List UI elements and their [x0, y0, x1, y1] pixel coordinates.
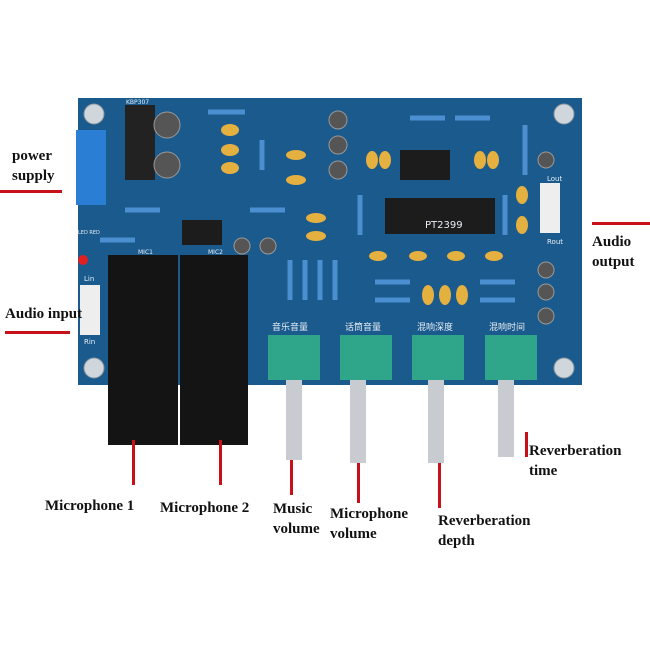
- chip-label: PT2399: [425, 220, 463, 231]
- lin-label: Lin: [84, 275, 94, 283]
- pot-label-mic: 话筒音量: [345, 321, 381, 333]
- capacitors: [153, 110, 555, 325]
- reverb-depth-pointer: [438, 463, 441, 508]
- mic1-pointer: [132, 440, 135, 485]
- ic-chip-2: [400, 150, 450, 180]
- mic2-jack: [180, 255, 248, 445]
- ic-chip-1: [182, 220, 222, 245]
- power-supply-pointer: [0, 190, 62, 193]
- pt2399-chip: [385, 198, 495, 234]
- led: [78, 255, 88, 265]
- lout-label: Lout: [547, 175, 562, 183]
- audio-input-pointer: [5, 331, 70, 334]
- led-label: LED RED: [78, 230, 100, 236]
- audio-input-label: Audio input: [5, 306, 83, 322]
- rout-label: Rout: [547, 238, 563, 246]
- microphone-2-label: Microphone 2: [160, 500, 250, 516]
- reverb-time-pointer: [525, 432, 528, 457]
- potentiometers: [268, 335, 537, 463]
- input-connector: [80, 285, 100, 335]
- output-connector: [540, 183, 560, 233]
- pot-label-time: 混响时间: [489, 321, 525, 333]
- pot-label-music: 音乐音量: [272, 321, 308, 333]
- audio-output-pointer: [592, 222, 650, 225]
- pot-label-depth: 混响深度: [417, 321, 453, 333]
- rectifier-label: KBP307: [126, 99, 149, 106]
- mic1-jack: [108, 255, 178, 445]
- mic1-label: MIC1: [138, 249, 153, 256]
- microphone-1-label: Microphone 1: [45, 498, 135, 514]
- resistors: [100, 109, 528, 303]
- power-terminal: [76, 130, 106, 205]
- rin-label: Rin: [84, 338, 95, 346]
- rectifier: [125, 105, 155, 180]
- gnd-label: GND: [540, 201, 547, 215]
- mic2-pointer: [219, 440, 222, 485]
- mic-volume-pointer: [357, 463, 360, 503]
- mounting-holes: [83, 103, 575, 379]
- mic2-label: MIC2: [208, 249, 223, 256]
- music-volume-pointer: [290, 460, 293, 495]
- ceramic-capacitors: [221, 124, 528, 305]
